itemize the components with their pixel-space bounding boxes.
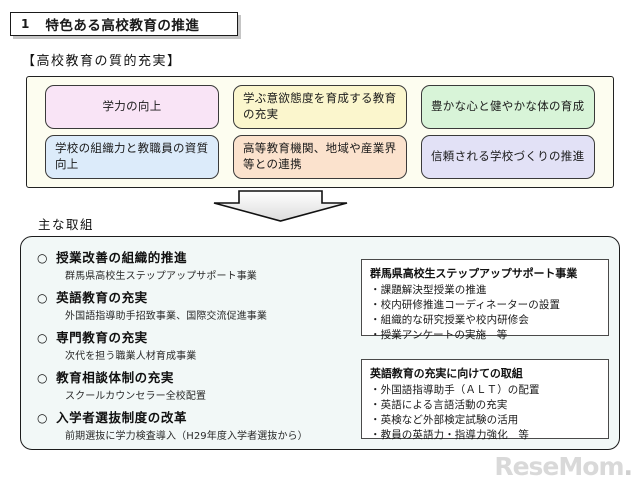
detail-line: ・英検など外部検定試験の活用 <box>370 413 519 426</box>
circle-bullet-icon: ○ <box>37 291 49 305</box>
detail-line: ・教員の英語力・指導力強化 等 <box>370 428 529 441</box>
main-efforts-label: 主な取組 <box>38 217 95 232</box>
circle-bullet-icon: ○ <box>37 331 49 345</box>
watermark-text: ReseMom <box>494 452 624 481</box>
list-item: ○ 入学者選抜制度の改革 前期選抜に学力検査導入（H29年度入学者選抜から） <box>37 407 347 442</box>
detail-line: ・課題解決型授業の推進 <box>370 284 487 296</box>
detail-box-title: 群馬県高校生ステップアップサポート事業 <box>370 267 578 280</box>
effort-title: 入学者選抜制度の改革 <box>56 410 188 425</box>
detail-box-title: 英語教育の充実に向けての取組 <box>370 367 523 380</box>
effort-heading: ○ 専門教育の充実 <box>37 327 347 346</box>
pillar-label: 信頼される学校づくりの推進 <box>431 149 585 164</box>
pillar-shinrai-gakkou: 信頼される学校づくりの推進 <box>421 135 595 179</box>
detail-box-step-up-support: 群馬県高校生ステップアップサポート事業 ・課題解決型授業の推進 ・校内研修推進コ… <box>361 259 609 341</box>
effort-subtitle: 群馬県高校生ステップアップサポート事業 <box>65 271 257 282</box>
effort-subtitle: 次代を担う職業人材育成事業 <box>65 351 197 362</box>
watermark-resemom: ReseMom. <box>494 452 633 481</box>
watermark-suffix: . <box>623 452 633 481</box>
pillar-koutou-kyouiku-renkei: 高等教育機関、地域や産業界等との連携 <box>233 135 407 179</box>
efforts-list: ○ 授業改善の組織的推進 群馬県高校生ステップアップサポート事業 ○ 英語教育の… <box>37 247 347 447</box>
effort-subtitle: 外国語指導助手招致事業、国際交流促進事業 <box>65 311 267 322</box>
circle-bullet-icon: ○ <box>37 411 49 425</box>
circle-bullet-icon: ○ <box>37 371 49 385</box>
pillar-label: 高等教育機関、地域や産業界等との連携 <box>243 141 397 171</box>
pillars-container: 学力の向上 学ぶ意欲態度を育成する教育の充実 豊かな心と健やかな体の育成 学校の… <box>26 76 614 188</box>
effort-heading: ○ 入学者選抜制度の改革 <box>37 407 347 426</box>
detail-line: ・組織的な研究授業や校内研修会 <box>370 313 529 326</box>
effort-heading: ○ 教育相談体制の充実 <box>37 367 347 386</box>
pillar-grid: 学力の向上 学ぶ意欲態度を育成する教育の充実 豊かな心と健やかな体の育成 学校の… <box>27 77 613 187</box>
pillar-label: 豊かな心と健やかな体の育成 <box>431 99 585 114</box>
main-efforts-box: ○ 授業改善の組織的推進 群馬県高校生ステップアップサポート事業 ○ 英語教育の… <box>20 236 620 450</box>
detail-line: ・外国語指導助手（ＡＬＴ）の配置 <box>370 384 540 396</box>
effort-heading: ○ 授業改善の組織的推進 <box>37 247 347 266</box>
list-item: ○ 授業改善の組織的推進 群馬県高校生ステップアップサポート事業 <box>37 247 347 282</box>
pillar-iyoku: 学ぶ意欲態度を育成する教育の充実 <box>233 85 407 129</box>
section-number: 1 <box>21 17 30 31</box>
list-item: ○ 英語教育の充実 外国語指導助手招致事業、国際交流促進事業 <box>37 287 347 322</box>
list-item: ○ 教育相談体制の充実 スクールカウンセラー全校配置 <box>37 367 347 402</box>
pillar-label: 学校の組織力と教職員の資質向上 <box>55 141 209 171</box>
effort-heading: ○ 英語教育の充実 <box>37 287 347 306</box>
effort-title: 専門教育の充実 <box>56 330 148 345</box>
effort-title: 教育相談体制の充実 <box>56 370 174 385</box>
list-item: ○ 専門教育の充実 次代を担う職業人材育成事業 <box>37 327 347 362</box>
section-header: 1 特色ある高校教育の推進 <box>10 12 238 36</box>
pillar-label: 学ぶ意欲態度を育成する教育の充実 <box>243 91 397 121</box>
effort-subtitle: スクールカウンセラー全校配置 <box>65 391 207 402</box>
pillar-label: 学力の向上 <box>102 99 162 114</box>
detail-line: ・英語による言語活動の充実 <box>370 398 508 411</box>
detail-line: ・校内研修推進コーディネーターの設置 <box>370 298 561 311</box>
section-title: 特色ある高校教育の推進 <box>45 18 200 34</box>
effort-title: 授業改善の組織的推進 <box>56 250 188 265</box>
detail-line: ・授業アンケートの実施 等 <box>370 328 508 341</box>
quality-section-heading: 【高校教育の質的充実】 <box>22 54 182 69</box>
pillar-soshikiryoku: 学校の組織力と教職員の資質向上 <box>45 135 219 179</box>
detail-box-english-education: 英語教育の充実に向けての取組 ・外国語指導助手（ＡＬＴ）の配置 ・英語による言語… <box>361 359 609 441</box>
effort-title: 英語教育の充実 <box>56 290 148 305</box>
effort-subtitle: 前期選抜に学力検査導入（H29年度入学者選抜から） <box>65 431 308 442</box>
pillar-yutakana-kokoro: 豊かな心と健やかな体の育成 <box>421 85 595 129</box>
down-arrow-icon <box>213 190 348 222</box>
pillar-gakuryoku: 学力の向上 <box>45 85 219 129</box>
circle-bullet-icon: ○ <box>37 251 49 265</box>
